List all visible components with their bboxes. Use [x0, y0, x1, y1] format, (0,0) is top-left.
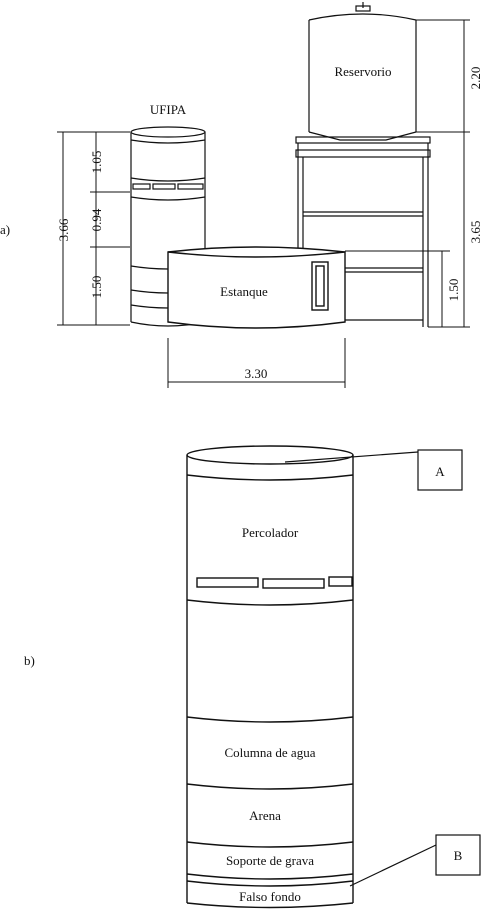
filter-column [186, 445, 354, 909]
dim-mid-left: 0.94 [89, 208, 104, 231]
dim-reservoir-height: 2.20 [468, 67, 483, 90]
right-dimension-lines [345, 19, 470, 328]
estanque-label: Estanque [220, 284, 268, 299]
left-dimension-lines [57, 131, 130, 326]
dim-tank-width: 3.30 [245, 366, 268, 381]
dim-top-left: 1.05 [89, 151, 104, 174]
callout-b-label: B [454, 848, 463, 863]
bottom-dimension-lines [167, 338, 346, 388]
callout-a-label: A [435, 464, 445, 479]
callout-b [349, 834, 481, 887]
part-b-marker: b) [24, 653, 35, 668]
layer-percolador: Percolador [242, 525, 299, 540]
layer-falso-fondo: Falso fondo [239, 889, 301, 904]
dim-tower-inner: 1.50 [446, 279, 461, 302]
part-a-marker: a) [0, 222, 10, 237]
dim-total-left: 3.66 [56, 218, 71, 241]
layer-arena: Arena [249, 808, 281, 823]
dim-bottom-left: 1.50 [89, 276, 104, 299]
dim-tower-height: 3.65 [468, 221, 483, 244]
ufipa-label: UFIPA [150, 102, 187, 117]
tower-frame [295, 136, 431, 327]
estanque-tank [167, 246, 346, 329]
layer-soporte-grava: Soporte de grava [226, 853, 314, 868]
layer-columna-agua: Columna de agua [225, 745, 316, 760]
callout-a [284, 449, 463, 491]
reservorio-label: Reservorio [334, 64, 391, 79]
reservoir-tank [308, 2, 417, 141]
